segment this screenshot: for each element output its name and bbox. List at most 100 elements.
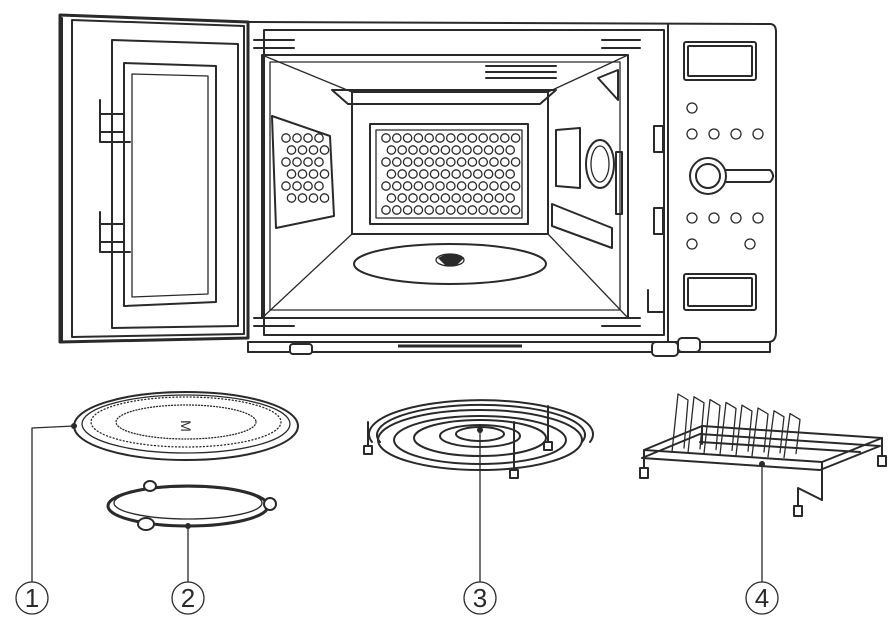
vent-hole — [467, 205, 478, 215]
callout-2: 2 — [171, 581, 205, 615]
vent-hole — [494, 193, 505, 203]
vent-hole — [408, 169, 418, 179]
vent-hole — [499, 181, 510, 191]
vent-hole — [445, 133, 456, 143]
vent-hole — [413, 205, 424, 215]
vent-hole — [472, 169, 483, 179]
vent-hole — [286, 193, 297, 203]
vent-hole — [478, 181, 489, 191]
control-button — [730, 128, 742, 140]
vent-hole — [418, 193, 429, 203]
control-button — [752, 128, 764, 140]
callout-4: 4 — [745, 581, 779, 615]
vent-hole — [489, 157, 499, 167]
control-buttons — [686, 102, 764, 250]
vent-hole — [445, 181, 456, 191]
vent-hole — [418, 145, 429, 155]
vent-hole — [292, 181, 302, 191]
vent-hole — [451, 193, 462, 203]
control-button — [686, 238, 698, 250]
rack-loop — [751, 407, 769, 457]
vent-hole — [397, 193, 408, 203]
vent-hole — [413, 157, 424, 167]
vent-hole — [451, 145, 462, 155]
vent-hole — [456, 157, 467, 167]
control-button — [708, 128, 720, 140]
vent-hole — [391, 133, 402, 143]
vent-hole — [303, 157, 313, 167]
vent-hole — [402, 133, 413, 143]
vent-hole — [505, 169, 516, 179]
vent-hole — [499, 157, 510, 167]
vent-hole — [319, 193, 330, 203]
vent-hole — [435, 157, 445, 167]
cavity-vent-holes — [281, 133, 521, 215]
vent-hole — [440, 169, 451, 179]
vent-hole — [424, 133, 435, 143]
roller-ring — [106, 480, 277, 531]
vent-hole — [286, 145, 297, 155]
vent-hole — [402, 205, 413, 215]
vent-hole — [292, 133, 302, 143]
low-wire-rack — [363, 399, 594, 479]
vent-hole — [308, 145, 319, 155]
vent-hole — [381, 181, 391, 191]
vent-hole — [297, 169, 308, 179]
vent-hole — [303, 181, 313, 191]
vent-hole — [445, 157, 456, 167]
vent-hole — [451, 169, 462, 179]
high-wire-rack — [639, 425, 887, 517]
vent-hole — [429, 145, 440, 155]
vent-hole — [456, 133, 467, 143]
vent-hole — [505, 145, 516, 155]
rack-loop — [719, 401, 737, 456]
vent-hole — [510, 181, 521, 191]
microwave-body — [247, 21, 777, 357]
callout-3-label: 3 — [473, 583, 487, 613]
vent-hole — [435, 133, 445, 143]
vent-hole — [499, 133, 510, 143]
vent-hole — [445, 205, 456, 215]
vent-hole — [413, 181, 424, 191]
vent-hole — [435, 205, 445, 215]
vent-hole — [489, 133, 499, 143]
callout-3: 3 — [463, 581, 497, 615]
vent-hole — [478, 157, 489, 167]
vent-hole — [391, 205, 402, 215]
vent-hole — [435, 181, 445, 191]
microwave-door — [58, 13, 250, 344]
rack-vertical-loops — [671, 393, 801, 459]
vent-hole — [314, 181, 324, 191]
rack-loop — [767, 410, 785, 458]
vent-hole — [381, 133, 391, 143]
vent-hole — [397, 169, 408, 179]
vent-hole — [472, 193, 483, 203]
vent-hole — [462, 193, 472, 203]
rack-loop — [687, 396, 705, 454]
vent-hole — [494, 169, 505, 179]
control-button — [686, 128, 698, 140]
vent-hole — [413, 133, 424, 143]
callout-1: 1 — [15, 581, 49, 615]
vent-hole — [381, 157, 391, 167]
vent-hole — [281, 157, 291, 167]
vent-hole — [386, 169, 397, 179]
vent-hole — [505, 193, 516, 203]
vent-hole — [397, 145, 408, 155]
vent-hole — [462, 169, 472, 179]
vent-hole — [386, 193, 397, 203]
vent-hole — [494, 145, 505, 155]
vent-hole — [478, 133, 489, 143]
vent-hole — [483, 193, 494, 203]
vent-hole — [281, 181, 291, 191]
vent-hole — [472, 145, 483, 155]
vent-hole — [510, 205, 521, 215]
vent-hole — [467, 133, 478, 143]
vent-hole — [467, 181, 478, 191]
vent-hole — [408, 145, 418, 155]
vent-hole — [314, 157, 324, 167]
turntable-marking: M — [178, 420, 194, 432]
vent-hole — [499, 205, 510, 215]
vent-hole — [308, 169, 319, 179]
